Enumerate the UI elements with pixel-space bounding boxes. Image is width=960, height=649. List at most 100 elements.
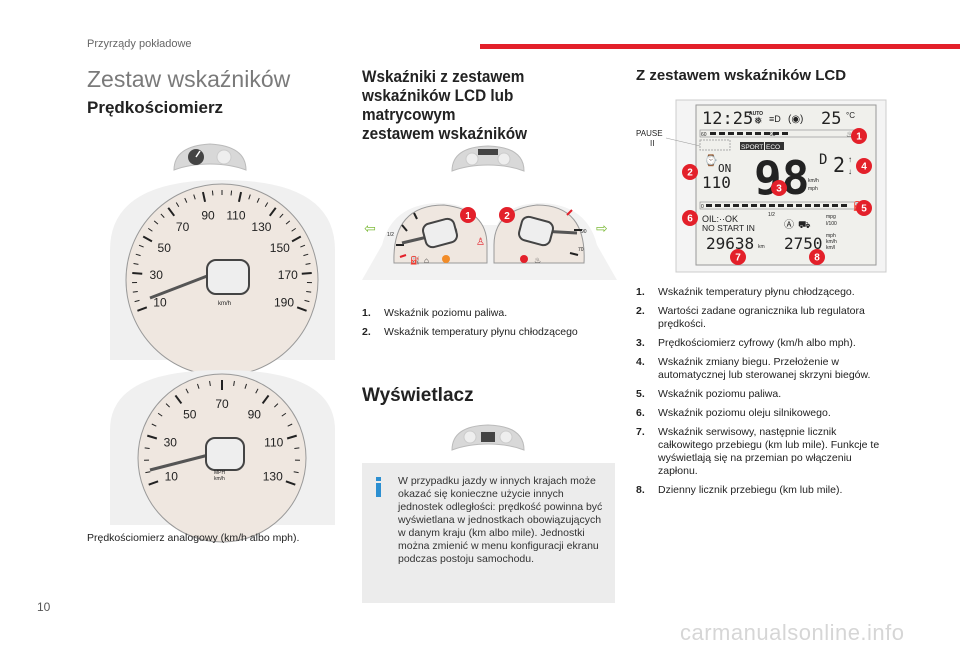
- gauge1-tick: [291, 235, 302, 243]
- callout-7-label: 7: [735, 253, 741, 264]
- callout-7: [730, 249, 746, 265]
- gauge1-tick: [211, 190, 214, 196]
- gauge2-tick: [274, 403, 279, 408]
- gauge1-tick: [142, 235, 153, 243]
- gauge2-tick: [144, 447, 150, 449]
- list-item: 2.Wartości zadane ogranicznika lub regul…: [636, 305, 886, 331]
- lcd-bar-segment: [746, 132, 752, 135]
- callout-8-label: 8: [814, 253, 820, 264]
- list-item-text: Wskaźnik zmiany biegu. Przełożenie w aut…: [658, 356, 871, 381]
- list-item-number: 3.: [636, 337, 645, 349]
- gauge2-tick: [255, 388, 259, 394]
- info-note: W przypadku jazdy w innych krajach może …: [362, 463, 615, 603]
- list-item-text: Wskaźnik poziomu paliwa.: [658, 388, 782, 400]
- gauge1-label: 190: [274, 296, 294, 310]
- info-note-text: W przypadku jazdy w innych krajach może …: [398, 475, 603, 565]
- list-item: 1.Wskaźnik temperatury płynu chłodzącego…: [636, 286, 886, 299]
- callout-1-col2-label: 1: [465, 211, 471, 222]
- lcd-display-illustration: 12:25 AUTO ❅ ≡D (◉) 25 °C 60 90 ♨ PAUSE …: [636, 99, 887, 273]
- gauge2-label: 90: [248, 408, 262, 422]
- gauge1-tick: [305, 263, 311, 265]
- lcd-bar-segment: [728, 132, 734, 135]
- section-title: Zestaw wskaźników: [87, 66, 291, 92]
- callout-5-label: 5: [861, 204, 867, 215]
- lcd-fuel-half: 1/2: [768, 212, 775, 218]
- gauges-heading-line-3: zestawem wskaźników: [362, 124, 527, 143]
- fuel-temp-gauges: 1/2 ⛽ ⌂ 1 90 70 ♨ 2 ⇦ ⇨ ♙: [362, 203, 617, 280]
- gauge1-tick: [296, 306, 307, 312]
- callout-2-label: 2: [687, 168, 693, 179]
- lcd-bar-segment: [719, 132, 725, 135]
- callout-3-label: 3: [776, 184, 782, 195]
- lcd-bar-segment: [755, 132, 761, 135]
- lcd-fuel-segment: [805, 204, 811, 207]
- gauge2-label: 50: [183, 408, 197, 422]
- callout-3: [771, 180, 787, 196]
- lcd-auto: AUTO: [749, 111, 763, 117]
- gauge2-unit-bottom: km/h: [214, 476, 225, 482]
- list-item-text: Wskaźnik poziomu oleju silnikowego.: [658, 407, 831, 419]
- gauge2-tick: [165, 403, 170, 408]
- lcd-trip-kml: km/l: [826, 245, 835, 251]
- gauge2-tick: [285, 480, 296, 486]
- gauge1-label: 90: [201, 208, 215, 222]
- lcd-fuel-segment: [787, 204, 793, 207]
- gauge2-label: 110: [264, 436, 283, 450]
- lcd-cruise-icon: ⌚: [704, 154, 718, 167]
- list-item-text: Wskaźnik temperatury płynu chłodzącego.: [658, 286, 855, 298]
- speedometer-heading: Prędkościomierz: [87, 98, 224, 117]
- callout-2-col2: [499, 207, 515, 223]
- gauge1-label: 170: [278, 268, 298, 282]
- lcd-temp-unit: °C: [846, 111, 855, 120]
- pause-leader-line: [665, 137, 701, 147]
- list-item-number: 1.: [362, 307, 371, 319]
- lcd-stopstart-icon: Ⓐ: [784, 219, 794, 231]
- gauges-heading: Wskaźniki z zestawem wskaźników LCD lub …: [362, 67, 596, 143]
- lcd-bar-segment: [782, 132, 788, 135]
- list-item-number: 7.: [636, 426, 645, 438]
- callout-6: [682, 210, 698, 226]
- gauge1-tick: [268, 207, 277, 217]
- list-item: 6.Wskaźnik poziomu oleju silnikowego.: [636, 407, 886, 420]
- lcd-fuel-segment: [796, 204, 802, 207]
- lcd-trip: 2750: [784, 234, 823, 253]
- gauge1-tick: [291, 227, 297, 232]
- lcd-heading: Z zestawem wskaźników LCD: [636, 67, 847, 84]
- lcd-speed-unit-mph: mph: [808, 186, 818, 192]
- lcd-fuel-segment: [832, 204, 838, 207]
- gauge1-tick: [167, 207, 176, 217]
- temp-warning-light: [520, 255, 528, 263]
- lcd-bar-segment: [737, 132, 743, 135]
- gauge1-label: 110: [226, 208, 245, 222]
- gauge1-tick: [230, 190, 233, 196]
- lcd-fuel-segment: [724, 204, 730, 207]
- lcd-gear-number: 2: [833, 153, 845, 177]
- lcd-sport: SPORT: [741, 144, 763, 151]
- lcd-brake-icon: (◉): [788, 114, 803, 125]
- lcd-car-icon: ⛟: [798, 220, 811, 231]
- lcd-list: 1.Wskaźnik temperatury płynu chłodzącego…: [636, 286, 886, 503]
- list-item: 7.Wskaźnik serwisowy, następnie licznik …: [636, 426, 886, 478]
- lcd-speed-unit-km: km/h: [808, 178, 819, 184]
- gauge2-tick: [174, 394, 183, 405]
- header-red-rule: [480, 44, 960, 49]
- lcd-start-label: NO START IN: [702, 223, 755, 233]
- gauge1-label: 150: [270, 241, 290, 255]
- list-item-number: 2.: [362, 326, 371, 338]
- callout-1: [851, 128, 867, 144]
- lcd-fuel-zero: 0: [701, 204, 704, 210]
- gauge1-tick: [303, 253, 309, 257]
- gauge1-label: 130: [251, 220, 271, 234]
- gauge1-label: 70: [176, 220, 190, 234]
- callout-6-label: 6: [687, 214, 693, 225]
- lcd-outside-temp: 25: [821, 109, 841, 129]
- lcd-pause-label: PAUSE: [636, 129, 663, 138]
- gauge2-tick: [294, 447, 300, 449]
- filter-icon: ⌂: [424, 256, 429, 265]
- gauge2-tick: [209, 380, 211, 387]
- temp-mid-label: 90: [581, 229, 587, 235]
- gauge1-tick: [175, 202, 180, 208]
- fuel-pump-icon: ⛽: [410, 255, 420, 265]
- gauges-heading-line-2: wskaźników LCD lub matrycowym: [362, 86, 514, 124]
- speedometer-caption: Prędkościomierz analogowy (km/h albo mph…: [87, 532, 300, 544]
